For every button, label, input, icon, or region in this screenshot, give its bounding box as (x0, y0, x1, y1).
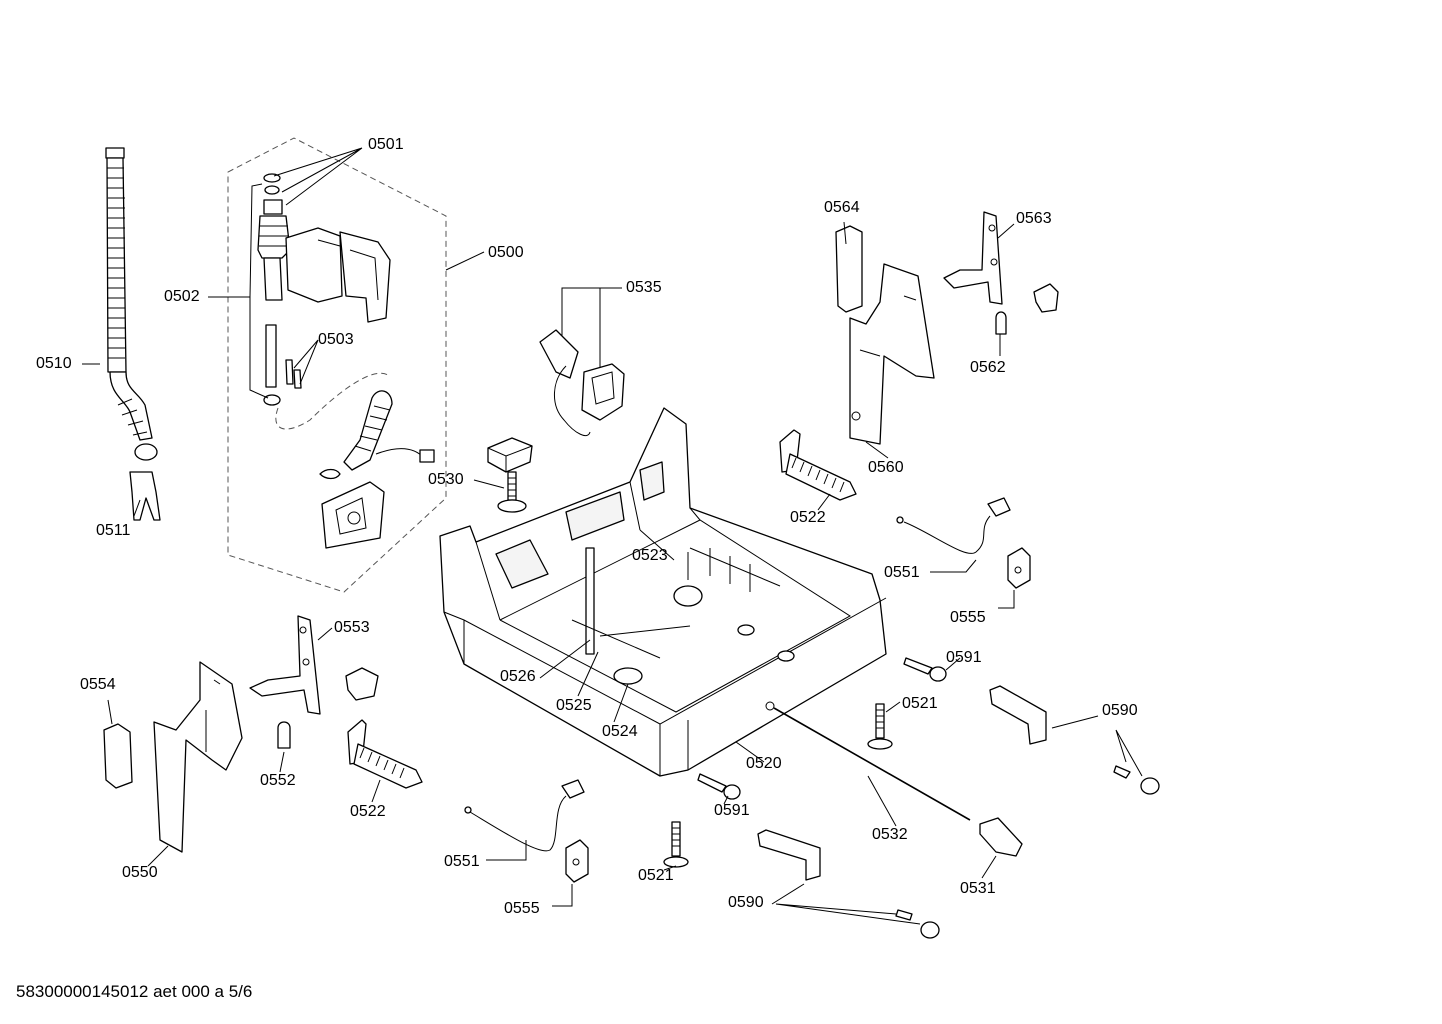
callout-0521-lower: 0521 (638, 867, 674, 884)
callout-0552: 0552 (260, 772, 296, 789)
callout-0522-upper: 0522 (790, 509, 826, 526)
clip-0552-part (277, 721, 291, 749)
callout-0511: 0511 (96, 522, 131, 539)
callout-0532: 0532 (872, 826, 908, 843)
aquastop-group-outline (227, 137, 447, 593)
sensor-cable-upper-part (896, 497, 1011, 554)
callout-0591-lower: 0591 (714, 802, 750, 819)
callout-0531: 0531 (960, 880, 996, 897)
screw-cap-0590-upper-part (1113, 765, 1160, 795)
aquastop-hose-part (319, 390, 435, 480)
foot-0531-part (979, 817, 1023, 857)
clip-0553b-part (345, 667, 379, 701)
bracket-0560-part (849, 263, 935, 445)
rail-0590-upper-part (989, 685, 1047, 745)
bracket-0564-part (835, 225, 863, 313)
bolt-0591-lower-part (697, 773, 741, 800)
clip-0563b-part (1033, 283, 1059, 313)
callout-0522-lower: 0522 (350, 803, 386, 820)
callout-0523: 0523 (632, 547, 668, 564)
rail-0590-lower-part (757, 829, 821, 881)
callout-0521-upper: 0521 (902, 695, 938, 712)
sensor-cable-lower-part (464, 779, 585, 852)
callout-0564: 0564 (824, 199, 860, 216)
callout-0526: 0526 (500, 668, 536, 685)
switch-bracket-part (321, 481, 385, 549)
callout-0555-upper: 0555 (950, 609, 986, 626)
hinge-spring-upper-part (779, 429, 857, 501)
leader-lines (82, 147, 1143, 925)
callout-0502: 0502 (164, 288, 200, 305)
callout-0563: 0563 (1016, 210, 1052, 227)
cable-harness-part (539, 329, 625, 436)
callout-0551-upper: 0551 (884, 564, 920, 581)
callout-0501: 0501 (368, 136, 404, 153)
callout-0530: 0530 (428, 471, 464, 488)
bracket-0550-part (153, 661, 243, 853)
callout-0591-upper: 0591 (946, 649, 982, 666)
foot-screw-0521-lower-part (663, 821, 689, 868)
hose-clip-part (129, 471, 161, 521)
valve-assembly-part (257, 173, 391, 406)
bracket-0554-part (103, 723, 133, 789)
bracket-0563-part (943, 211, 1003, 305)
drawing-reference-footer: 58300000145012 aet 000 a 5/6 (16, 982, 253, 1001)
clip-0562-part (995, 311, 1007, 335)
bracket-0553-part (249, 615, 321, 715)
hinge-spring-lower-part (347, 719, 423, 789)
foot-screw-part (487, 437, 533, 513)
sensor-0555-upper-part (1007, 547, 1031, 589)
callout-0560: 0560 (868, 459, 904, 476)
callout-0524: 0524 (602, 723, 638, 740)
callout-0510: 0510 (36, 355, 72, 372)
callout-0555-lower: 0555 (504, 900, 540, 917)
sensor-0555-lower-part (565, 839, 589, 883)
rod-0532-part (773, 707, 971, 821)
bolt-0591-upper-part (903, 657, 947, 682)
aquastop-hose-outline (275, 372, 389, 430)
screw-cap-0590-lower-part (895, 909, 940, 939)
callout-0554: 0554 (80, 676, 116, 693)
callout-0503: 0503 (318, 331, 354, 348)
callout-0551-lower: 0551 (444, 853, 480, 870)
foot-screw-0521-upper-part (867, 703, 893, 750)
callout-0535: 0535 (626, 279, 662, 296)
callout-0553: 0553 (334, 619, 370, 636)
base-tub-part (439, 407, 887, 777)
callout-0500: 0500 (488, 244, 524, 261)
callout-0590-upper: 0590 (1102, 702, 1138, 719)
callout-0590-lower: 0590 (728, 894, 764, 911)
callout-0520: 0520 (746, 755, 782, 772)
callout-0550: 0550 (122, 864, 158, 881)
callout-0562: 0562 (970, 359, 1006, 376)
drain-hose-part (105, 147, 158, 461)
callout-0525: 0525 (556, 697, 592, 714)
